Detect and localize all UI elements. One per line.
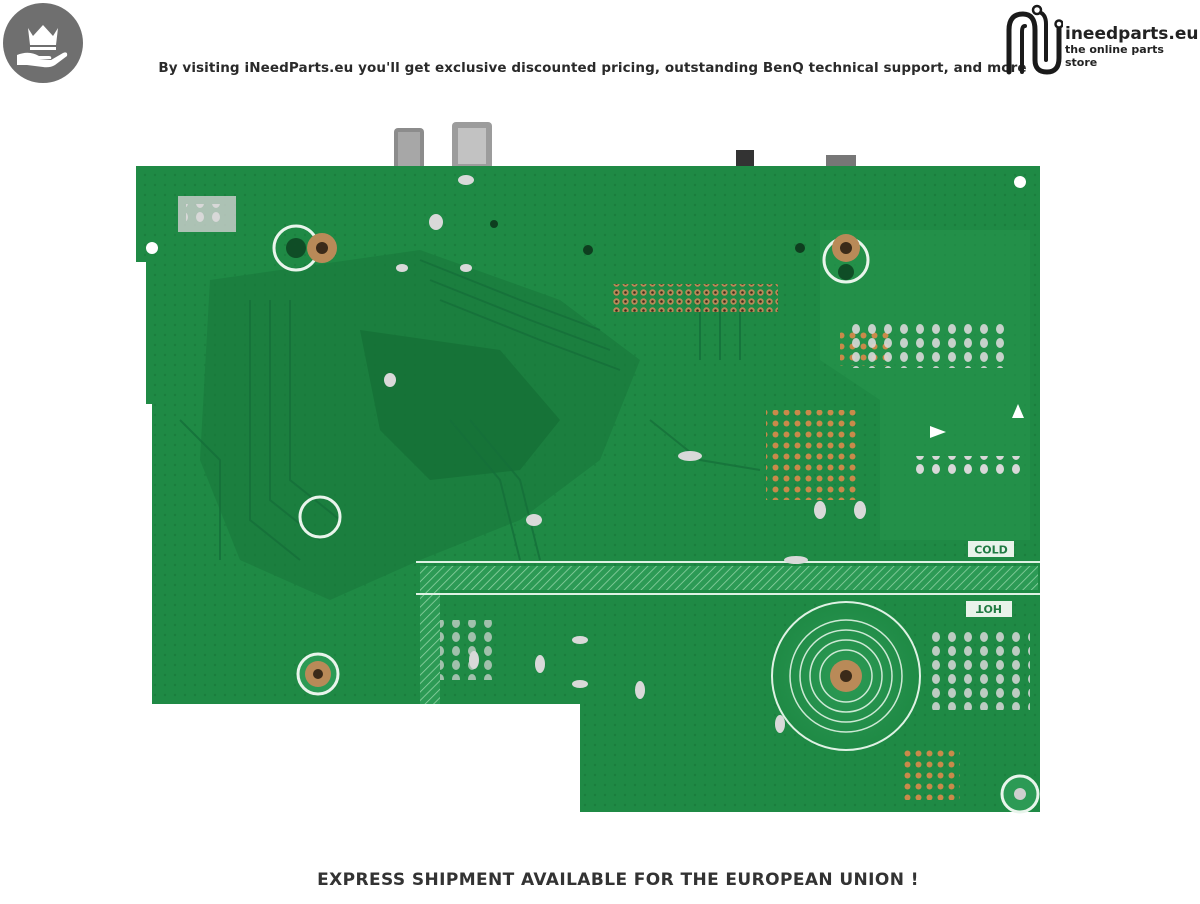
ineedparts-logo-icon xyxy=(1006,4,1063,75)
brand-tagline: the online parts store xyxy=(1065,43,1164,69)
crown-hand-badge xyxy=(3,3,83,83)
brand-logo[interactable]: ineedparts.eu the online parts store xyxy=(1003,2,1199,78)
hot-label: HOT xyxy=(975,602,1002,615)
promo-banner: By visiting iNeedParts.eu you'll get exc… xyxy=(158,60,1027,76)
shipping-banner: EXPRESS SHIPMENT AVAILABLE FOR THE EUROP… xyxy=(317,870,919,890)
crown-hand-icon xyxy=(17,25,68,68)
cold-label: COLD xyxy=(974,544,1008,557)
brand-name: ineedparts.eu xyxy=(1065,24,1199,44)
